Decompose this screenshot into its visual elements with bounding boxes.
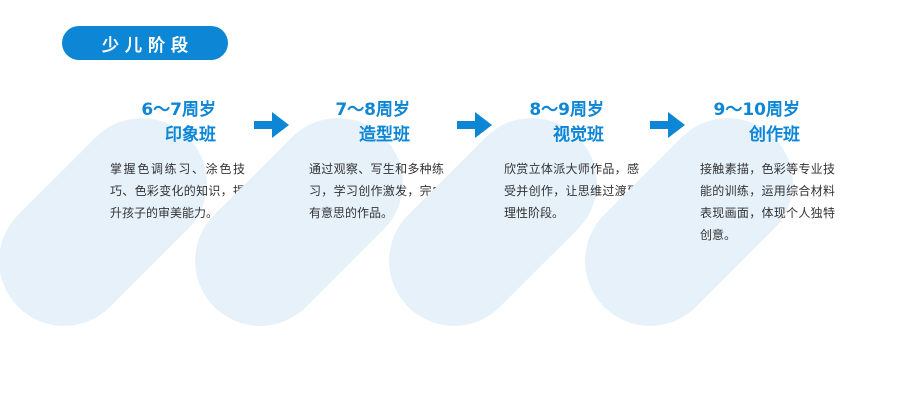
stage-card-3: 8～9周岁 视觉班 欣赏立体派大师作品，感受并创作，让思维过渡到理性阶段。 xyxy=(362,0,639,412)
arrow-right-icon xyxy=(650,112,685,138)
section-pill: 少儿阶段 xyxy=(62,26,228,60)
stage-description: 掌握色调练习、涂色技巧、色彩变化的知识，提升孩子的审美能力。 xyxy=(110,162,245,220)
arrow-right-icon xyxy=(457,112,492,138)
stage-card-2: 7～8周岁 造型班 通过观察、写生和多种练习，学习创作激发，完成有意思的作品。 xyxy=(168,0,444,412)
stage-age: 9～10周岁 xyxy=(713,100,801,120)
arrow-right-icon xyxy=(254,112,289,138)
stage-age: 7～8周岁 xyxy=(335,100,410,120)
stage-description: 接触素描，色彩等专业技能的训练，运用综合材料表现画面，体现个人独特创意。 xyxy=(700,162,835,242)
stage-name: 印象班 xyxy=(165,125,216,145)
stage-age: 6～7周岁 xyxy=(141,100,216,120)
section-title: 少儿阶段 xyxy=(102,35,194,56)
stage-description: 欣赏立体派大师作品，感受并创作，让思维过渡到理性阶段。 xyxy=(504,162,639,220)
stage-description: 通过观察、写生和多种练习，学习创作激发，完成有意思的作品。 xyxy=(309,162,444,220)
stage-name: 视觉班 xyxy=(553,125,604,145)
stage-name: 创作班 xyxy=(749,125,800,145)
stage-card-4: 9～10周岁 创作班 接触素描，色彩等专业技能的训练，运用综合材料表现画面，体现… xyxy=(558,0,835,412)
stage-card-1: 6～7周岁 印象班 掌握色调练习、涂色技巧、色彩变化的知识，提升孩子的审美能力。 xyxy=(0,0,245,412)
stage-name: 造型班 xyxy=(359,125,410,145)
stage-age: 8～9周岁 xyxy=(529,100,604,120)
